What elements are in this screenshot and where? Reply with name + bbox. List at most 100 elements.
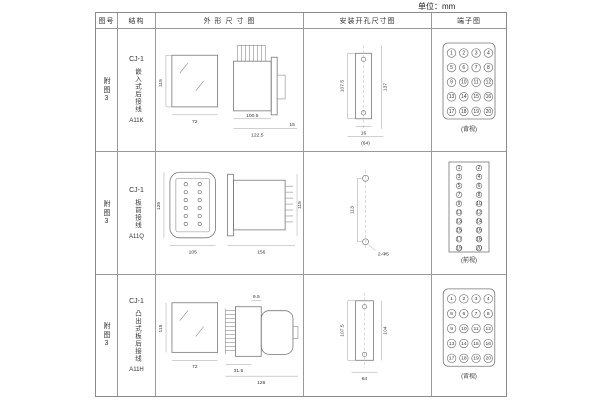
terminal-pin [459, 77, 469, 87]
terminal-pin [447, 294, 457, 304]
structure-model: CJ-1 [129, 186, 144, 194]
terminal-number: 16 [476, 228, 482, 234]
terminal-number: 5 [450, 311, 453, 317]
dim-side-height: 115 [296, 174, 303, 236]
figure-cell-row3: 附图3 [96, 275, 118, 396]
terminal-pin [483, 62, 494, 73]
install-drawing-row2: 113 2-Φ5 [304, 152, 432, 275]
dim-height: 125 [156, 172, 165, 238]
svg-text:104: 104 [382, 326, 388, 334]
terminal-number: 20 [486, 109, 492, 115]
terminal-pin [471, 62, 481, 73]
relay-side-view [233, 45, 286, 116]
structure-code: A11Q [129, 233, 144, 240]
structure-cell-row3: CJ-1 凸出式板后接线 A11H [118, 275, 156, 396]
terminal-pin [475, 182, 483, 189]
terminal-pin [455, 218, 463, 225]
terminal-number: 6 [462, 311, 465, 317]
terminal-view-label: (背视) [461, 125, 477, 133]
svg-text:107.5: 107.5 [340, 324, 346, 337]
col-header-structure: 结构 [118, 13, 156, 29]
col-header-terminal: 端子图 [432, 13, 506, 29]
dim-width: 72 [171, 360, 218, 370]
dim-right: 137 [381, 45, 388, 129]
terminal-number: 14 [461, 94, 467, 100]
structure-code: A11H [129, 367, 144, 374]
svg-text:72: 72 [192, 119, 198, 125]
terminal-pin [471, 323, 481, 334]
structure-model: CJ-1 [129, 297, 144, 305]
dim-rear: 31.5 [225, 364, 252, 374]
terminal-pin [483, 323, 493, 334]
terminal-number: 2 [478, 165, 481, 171]
col-header-install: 安装开孔尺寸图 [304, 13, 432, 29]
outline-svg-row1: 115 72 100.5 [158, 45, 298, 139]
terminal-number: 9 [458, 201, 461, 207]
terminal-number: 19 [456, 245, 462, 251]
relay-side-view [225, 306, 299, 357]
terminal-number: 18 [461, 356, 467, 362]
terminal-number: 2 [462, 296, 465, 302]
terminal-pin [471, 48, 481, 58]
terminal-pin [483, 77, 494, 87]
structure-desc: 凸出式板后接线 [133, 309, 141, 363]
panel-front-view [171, 302, 218, 353]
svg-text:156: 156 [257, 250, 266, 256]
terminal-number: 7 [475, 65, 478, 71]
terminal-number: 1 [458, 165, 461, 171]
terminal-pin [459, 92, 469, 102]
svg-text:122.5: 122.5 [251, 133, 264, 139]
terminal-pin [459, 294, 469, 304]
svg-text:15: 15 [289, 122, 295, 128]
dim-width: 72 [171, 114, 218, 125]
install-svg-row1: 107.5 137 16 (64) [340, 45, 388, 147]
install-svg-row2: 113 2-Φ5 [350, 170, 389, 258]
svg-text:2-Φ5: 2-Φ5 [378, 252, 389, 258]
terminal-number: 11 [473, 326, 478, 332]
terminal-pin [447, 309, 457, 319]
terminal-number: 18 [476, 236, 482, 242]
terminal-number: 1 [450, 50, 453, 56]
dim-height: 115 [158, 302, 167, 353]
terminal-pin [459, 106, 469, 117]
dim-right: 104 [381, 300, 388, 361]
terminal-number: 14 [461, 341, 467, 347]
terminal-number: 6 [478, 183, 481, 189]
terminal-pin [475, 209, 483, 216]
terminal-number: 10 [461, 326, 467, 332]
terminal-number: 10 [461, 80, 467, 86]
terminal-pin [459, 323, 469, 334]
terminal-pin [471, 77, 481, 87]
terminal-number: 4 [487, 296, 490, 302]
terminal-pin [471, 294, 481, 304]
terminal-number: 8 [478, 192, 481, 198]
terminal-pin [475, 244, 483, 252]
terminal-number: 6 [462, 65, 465, 71]
svg-text:31.5: 31.5 [234, 368, 244, 374]
terminal-body [448, 161, 490, 253]
dim-span: 64 [351, 371, 378, 382]
terminal-pin [455, 191, 463, 198]
terminal-pin [455, 200, 463, 207]
figure-label: 附图3 [103, 199, 110, 227]
terminal-body [442, 42, 496, 120]
svg-text:126: 126 [257, 380, 265, 386]
terminal-number: 12 [476, 210, 482, 216]
terminal-pin [447, 338, 457, 349]
outline-drawing-row2: 125 105 115 [156, 152, 304, 275]
col-header-outline: 外 形 尺 寸 图 [156, 13, 304, 29]
terminal-number: 9 [450, 80, 453, 86]
terminal-pin [455, 227, 463, 234]
terminal-number: 4 [487, 50, 490, 56]
terminal-pin [455, 236, 463, 243]
terminal-number: 16 [485, 341, 491, 347]
terminal-number: 12 [486, 80, 492, 86]
terminal-number: 11 [456, 210, 461, 216]
cutout-outline [355, 45, 372, 129]
terminal-number: 13 [449, 94, 455, 100]
